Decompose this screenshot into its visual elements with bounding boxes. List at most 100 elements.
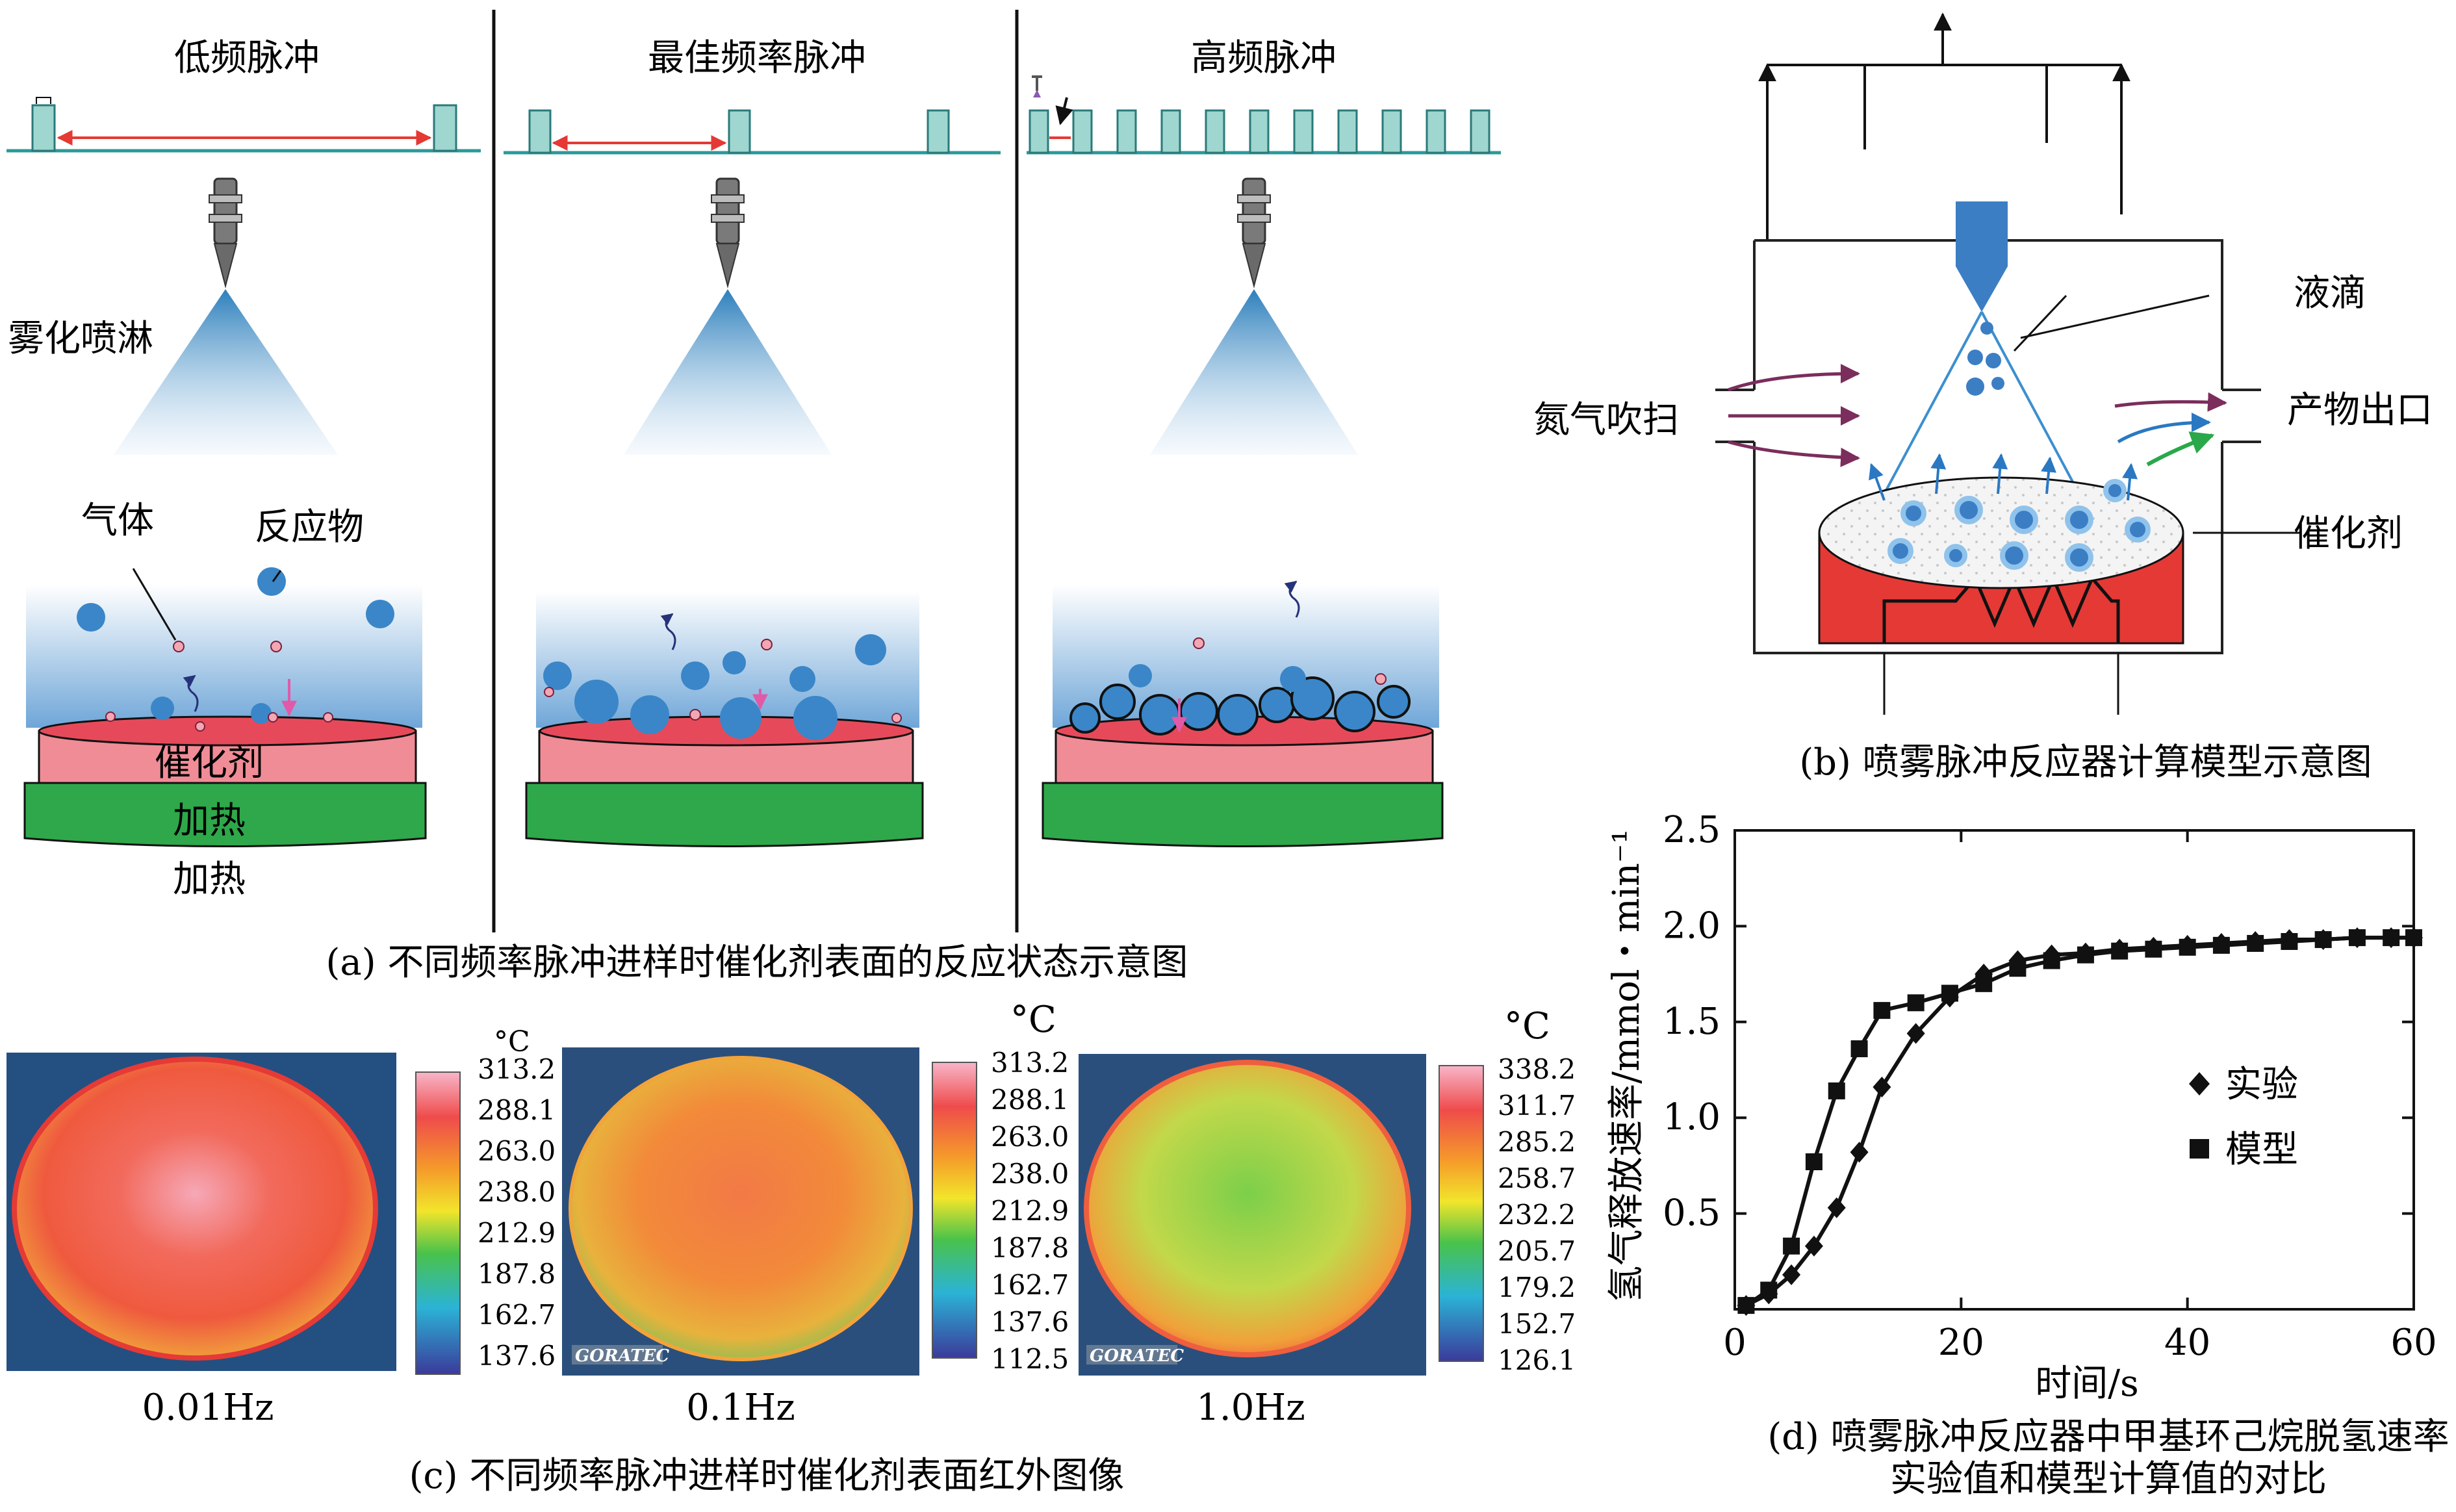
unit-label-3: °C [1504,1005,1550,1047]
x-tick-label: 0 [1723,1322,1746,1364]
legend-marker-square [2190,1139,2209,1159]
freq-label-3: 1.0Hz [1196,1387,1305,1429]
y-tick-label: 2.0 [1663,904,1720,947]
ir-image-1 [6,1053,396,1371]
data-point-square [2111,943,2128,960]
label-spray: 雾化喷淋 [8,318,153,360]
svg-text:338.2: 338.2 [1498,1053,1576,1085]
label-catalyst-a: 催化剂 [155,742,264,784]
nozzle-low [114,179,338,455]
data-point-square [2281,933,2297,950]
colorbar-1-ticks: 313.2 288.1 263.0 238.0 212.9 187.8 162.… [478,1053,556,1372]
caption-b: (b) 喷雾脉冲反应器计算模型示意图 [1799,741,2372,784]
colorbar-2 [932,1062,977,1358]
y-tick-label: 1.5 [1663,1001,1720,1043]
unit-label-2: °C [1010,999,1056,1041]
svg-text:162.7: 162.7 [478,1299,556,1331]
data-point-square [2145,941,2162,958]
chart-ylabel: 氢气释放速率/mmol・min⁻¹ [1605,829,1648,1302]
ir-image-3: GORATEC [1079,1054,1426,1376]
col-title-optimal: 最佳频率脉冲 [648,37,866,79]
data-point-diamond [1850,1142,1869,1162]
y-tick-label: 1.0 [1663,1096,1720,1138]
label-droplet: 液滴 [2294,272,2366,314]
legend-label-0: 实验 [2225,1064,2298,1106]
svg-text:187.8: 187.8 [478,1258,556,1290]
freq-label-1: 0.01Hz [142,1387,274,1429]
svg-text:187.8: 187.8 [991,1232,1069,1264]
brand-label-2: GORATEC [575,1346,669,1366]
col-title-high: 高频脉冲 [1191,37,1337,79]
caption-c: (c) 不同频率脉冲进样时催化剂表面红外图像 [409,1455,1125,1497]
panel-b-nozzle [1956,201,2008,312]
panel-b: 液滴 氮气吹扫 产物出口 催化剂 (b) 喷雾脉冲反应器计算模型示意图 [1533,14,2433,784]
x-tick-label: 60 [2390,1322,2437,1364]
svg-text:263.0: 263.0 [991,1121,1069,1153]
svg-text:238.0: 238.0 [478,1176,556,1208]
colorbar-3-ticks: 338.2 311.7 285.2 258.7 232.2 205.7 179.… [1498,1053,1576,1376]
pulse-train-low [6,97,481,151]
svg-text:313.2: 313.2 [478,1053,556,1085]
caption-d-line2: 实验值和模型计算值的对比 [1890,1458,2327,1500]
data-point-square [1873,1002,1890,1019]
nozzle-optimal [624,179,832,455]
panel-c: °C 313.2 288.1 263.0 238.0 212.9 187.8 1… [6,999,1576,1497]
data-point-square [1806,1153,1823,1170]
panel-a: 低频脉冲 最佳频率脉冲 高频脉冲 [6,10,1501,984]
colorbar-2-ticks: 313.2 288.1 263.0 238.0 212.9 187.8 162.… [991,1047,1069,1375]
x-tick-label: 40 [2164,1322,2210,1364]
pulse-train-high [1027,77,1501,153]
data-point-square [1908,994,1925,1011]
label-outlet: 产物出口 [2287,389,2433,431]
data-point-square [1783,1238,1800,1255]
data-point-square [2405,929,2422,946]
label-reactant: 反应物 [255,506,364,548]
chart-xlabel: 时间/s [2035,1363,2139,1405]
svg-text:288.1: 288.1 [478,1094,556,1126]
data-point-square [2349,929,2366,946]
svg-text:112.5: 112.5 [991,1343,1069,1375]
svg-text:238.0: 238.0 [991,1158,1069,1190]
svg-text:137.6: 137.6 [478,1340,556,1372]
series-line-0 [1746,938,2414,1305]
chart-frame [1735,830,2414,1309]
svg-text:258.7: 258.7 [1498,1162,1576,1194]
svg-text:212.9: 212.9 [991,1195,1069,1227]
legend-marker-diamond [2189,1072,2210,1096]
y-tick-label: 0.5 [1663,1192,1720,1235]
data-point-square [1760,1282,1777,1299]
pulse-train-optimal [504,110,1001,153]
label-heating: 加热 [173,800,246,842]
svg-text:313.2: 313.2 [991,1047,1069,1079]
y-tick-label: 2.5 [1663,809,1720,851]
col-title-low: 低频脉冲 [174,37,320,79]
x-tick-label: 20 [1938,1322,1984,1364]
label-heating-below: 加热 [173,858,246,901]
svg-text:137.6: 137.6 [991,1306,1069,1338]
freq-label-2: 0.1Hz [686,1387,795,1429]
svg-text:152.7: 152.7 [1498,1308,1576,1340]
brand-label-3: GORATEC [1090,1346,1184,1366]
svg-text:288.1: 288.1 [991,1084,1069,1116]
data-point-square [2009,960,2026,977]
label-gas: 气体 [81,500,154,542]
svg-text:205.7: 205.7 [1498,1235,1576,1267]
svg-text:232.2: 232.2 [1498,1199,1576,1231]
data-point-square [2077,947,2094,964]
series-line-1 [1746,938,2414,1305]
data-point-square [2247,935,2264,952]
label-catalyst-b: 催化剂 [2294,513,2403,555]
svg-text:126.1: 126.1 [1498,1344,1576,1376]
data-point-square [2213,937,2230,954]
svg-text:285.2: 285.2 [1498,1126,1576,1158]
svg-text:263.0: 263.0 [478,1135,556,1167]
data-point-square [2179,939,2196,956]
data-point-square [1941,985,1958,1002]
caption-a: (a) 不同频率脉冲进样时催化剂表面的反应状态示意图 [326,942,1188,984]
svg-text:311.7: 311.7 [1498,1090,1576,1121]
svg-text:212.9: 212.9 [478,1217,556,1249]
data-point-square [1851,1040,1868,1057]
legend-label-1: 模型 [2225,1129,2298,1171]
